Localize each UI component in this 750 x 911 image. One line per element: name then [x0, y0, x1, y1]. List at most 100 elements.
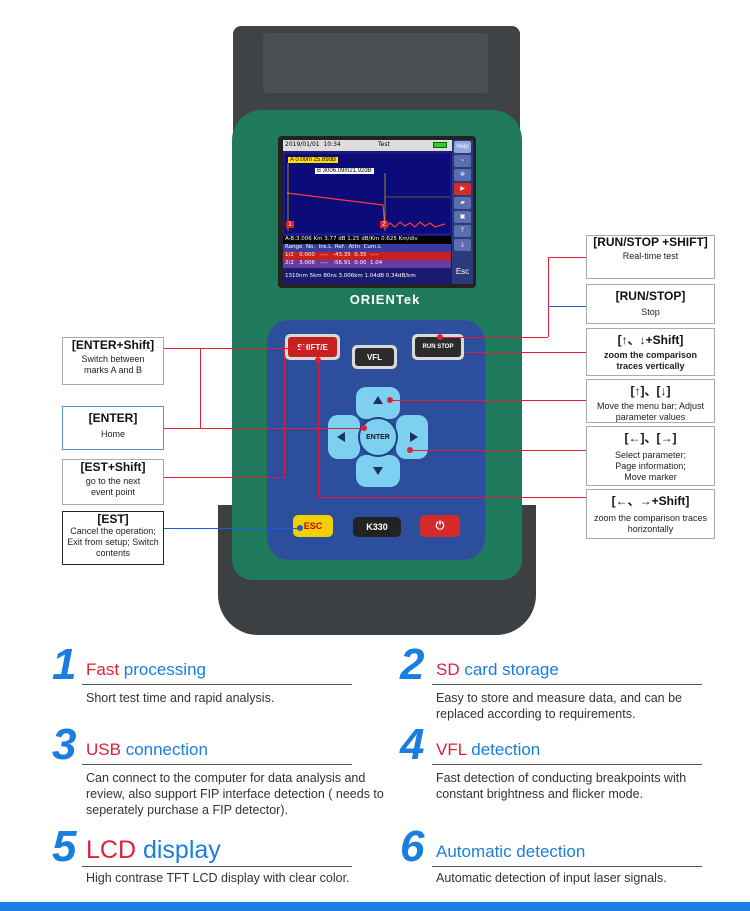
model-label: K330	[353, 517, 401, 537]
feature-title-highlight: USB	[86, 740, 121, 759]
callout-title: [EST+Shift]	[80, 460, 146, 474]
callout-desc: Switch between marks A and B	[81, 354, 145, 375]
shift-key[interactable]: SHIFT/E	[285, 334, 340, 360]
table-row[interactable]: 2/2 3.006 -.-- -56.91 0.00 1.04	[283, 260, 451, 268]
table-cell: -.--	[370, 252, 378, 258]
right-key[interactable]	[396, 415, 428, 459]
esc-soft-button[interactable]: Esc	[454, 266, 471, 278]
callout-title: [←、→+Shift]	[611, 494, 690, 508]
marker-1: 1	[286, 221, 294, 228]
run-stop-key-label: RUN STOP	[415, 337, 461, 357]
table-cell: 3.006	[299, 260, 315, 266]
callout-title: [RUN/STOP]	[615, 289, 686, 303]
callout-desc: Home	[100, 429, 125, 439]
left-key[interactable]	[328, 415, 360, 459]
table-cell: 1.04	[370, 260, 383, 266]
zoom-h-icon[interactable]: ⤓	[454, 239, 471, 251]
summary-row: A-B:3.006 Km 3.77 dB 1.25 dB/Km 0.625 Km…	[283, 236, 451, 244]
table-header: Ins.L	[318, 244, 332, 250]
arrow-down-icon	[373, 467, 383, 475]
up-key[interactable]	[356, 387, 400, 419]
feature-title-rest: card storage	[459, 660, 559, 679]
callout-enter: [ENTER] Home	[62, 406, 164, 450]
run-icon[interactable]: ▶	[454, 183, 471, 195]
features-section: 1 Fast processing Short test time and ra…	[0, 640, 750, 902]
marker-a-label: A 0.00m 25.69dB	[288, 157, 339, 163]
feature-title-rest: display	[136, 836, 221, 864]
table-cell: 2/2	[285, 260, 294, 266]
event-table: A-B:3.006 Km 3.77 dB 1.25 dB/Km 0.625 Km…	[283, 236, 451, 284]
feature-desc: Automatic detection of input laser signa…	[436, 871, 667, 885]
callout-title: [EST]	[97, 512, 129, 526]
save-icon[interactable]: ▣	[454, 211, 471, 223]
feature-desc: High contrase TFT LCD display with clear…	[86, 871, 350, 885]
feature-number: 5	[52, 822, 77, 871]
callout-run-stop: [RUN/STOP] Stop	[586, 284, 715, 324]
feature-title-rest: Automatic detection	[436, 842, 586, 861]
callout-desc: Cancel the operation; Exit from setup; S…	[67, 526, 159, 558]
feature-number: 6	[400, 822, 425, 871]
screen-sidebar: Help ~ ✲ ▶ ▰ ▣ ⤒ ⤓ Esc	[452, 140, 473, 284]
feature-divider	[432, 866, 702, 867]
table-cell: -.--	[320, 260, 328, 266]
esc-key[interactable]: ESC	[293, 515, 333, 537]
marker-2: 2	[380, 221, 388, 228]
callout-title: [←]、[→]	[624, 431, 677, 445]
table-cell: 1/2	[285, 252, 294, 258]
table-row[interactable]: 1/2 0.000 -.-- -43.35 0.35 -.--	[283, 252, 451, 260]
trace-icon[interactable]: ~	[454, 155, 471, 167]
feature-title-rest: detection	[466, 740, 541, 759]
battery-icon	[433, 142, 447, 148]
callout-title: [RUN/STOP +SHIFT]	[593, 235, 708, 249]
gear-icon[interactable]: ✲	[454, 169, 471, 181]
screen-time: 10:34	[323, 141, 341, 148]
table-cell: -.--	[320, 252, 328, 258]
screen-status-bar: 2019/01/01 10:34 Test	[283, 140, 473, 151]
callout-run-stop-shift: [RUN/STOP +SHIFT] Real-time test	[586, 235, 715, 279]
feature-title-highlight: Fast	[86, 660, 120, 679]
otdr-trace-plot: A 0.00m 25.69dB B 3006.09m21.92dB 1 2	[285, 152, 450, 233]
help-button[interactable]: Help	[454, 141, 471, 153]
callout-desc: Real-time test	[622, 251, 679, 261]
callout-desc: Move the menu bar; Adjust parameter valu…	[596, 401, 705, 422]
zoom-icon[interactable]: ⤒	[454, 225, 471, 237]
power-key[interactable]: ⏻	[420, 515, 460, 537]
callout-desc: Stop	[641, 307, 660, 317]
table-header: Cum.L	[363, 244, 382, 250]
feature-title: USB connection	[86, 740, 208, 760]
trace-line	[286, 192, 446, 230]
callout-enter-shift: [ENTER+Shift] Switch between marks A and…	[62, 337, 164, 385]
feature-number: 4	[400, 720, 425, 769]
arrow-left-icon	[337, 432, 345, 442]
callout-desc: go to the next event point	[85, 476, 141, 497]
feature-divider	[82, 866, 352, 867]
feature-number: 3	[52, 720, 77, 769]
feature-title-rest: connection	[120, 740, 208, 759]
feature-title: Automatic detection	[436, 842, 585, 862]
feature-title: LCD display	[86, 836, 221, 865]
screen-footer: 1310nm 5km 80ns 3.006km 1.04dB 0.34dB/km	[285, 273, 416, 279]
feature-title-rest: processing	[119, 660, 206, 679]
vfl-key[interactable]: VFL	[352, 345, 397, 369]
down-key[interactable]	[356, 455, 400, 487]
callout-leftright-shift: [←、→+Shift] zoom the comparison traces h…	[586, 489, 715, 539]
enter-key[interactable]: ENTER	[358, 417, 398, 457]
folder-icon[interactable]: ▰	[454, 197, 471, 209]
shift-key-label: SHIFT/E	[288, 337, 337, 357]
feature-title: SD card storage	[436, 660, 559, 680]
marker-b-label: B 3006.09m21.92dB	[315, 168, 374, 174]
table-cell: 0.35	[354, 252, 367, 258]
table-header: Ref.	[334, 244, 346, 250]
device-illustration: 2019/01/01 10:34 Test A 0.00m 25.69dB B …	[218, 26, 536, 635]
callout-desc: zoom the comparison traces horizontally	[593, 513, 708, 534]
feature-number: 1	[52, 640, 77, 689]
table-cell: -56.91	[333, 260, 351, 266]
otdr-trace	[285, 152, 450, 231]
feature-divider	[82, 684, 352, 685]
feature-divider	[82, 764, 352, 765]
feature-desc: Can connect to the computer for data ana…	[86, 771, 384, 817]
feature-desc: Fast detection of conducting breakpoints…	[436, 771, 687, 801]
table-header: Attn	[348, 244, 361, 250]
feature-title-highlight: VFL	[436, 740, 467, 759]
callout-title: [↑、↓+Shift]	[617, 333, 684, 347]
